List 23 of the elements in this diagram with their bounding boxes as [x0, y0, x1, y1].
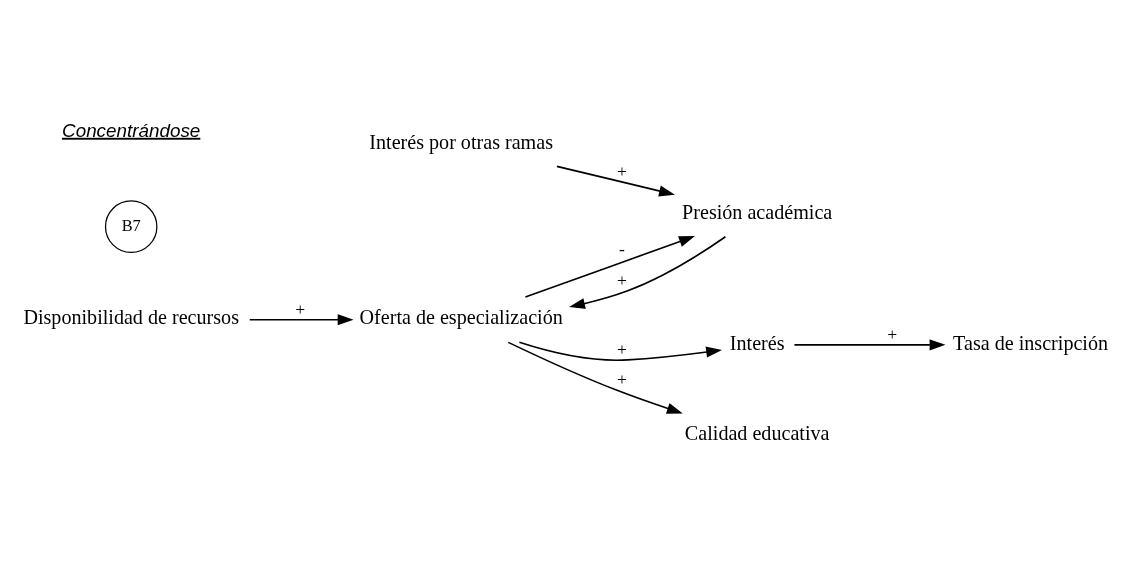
- arrow: [518, 341, 722, 361]
- node-text: Interés por otras ramas: [369, 129, 554, 152]
- node-text: Tasa de inscripción: [953, 331, 1109, 354]
- arrow: [507, 341, 683, 414]
- node-text: Disponibilidad de recursos: [23, 305, 239, 328]
- edge-label: +: [617, 368, 628, 389]
- arrow: [569, 235, 727, 309]
- edge-label: -: [619, 238, 625, 259]
- arrow: [248, 313, 354, 325]
- node-text: Calidad educativa: [684, 421, 830, 444]
- edge-label: +: [617, 160, 628, 181]
- edge-label: +: [295, 298, 306, 319]
- node-text: Presión académica: [682, 200, 833, 223]
- arrow: [556, 165, 675, 196]
- node-text: Oferta de especialización: [359, 305, 563, 328]
- node-text: Interés: [729, 331, 785, 354]
- edge-label: +: [617, 269, 628, 290]
- arrow: [793, 338, 946, 350]
- label: Concentrándose: [62, 119, 201, 141]
- edge-label: +: [887, 323, 898, 344]
- arrow: [524, 235, 695, 298]
- label: B7: [121, 215, 141, 235]
- edge-label: +: [617, 338, 628, 359]
